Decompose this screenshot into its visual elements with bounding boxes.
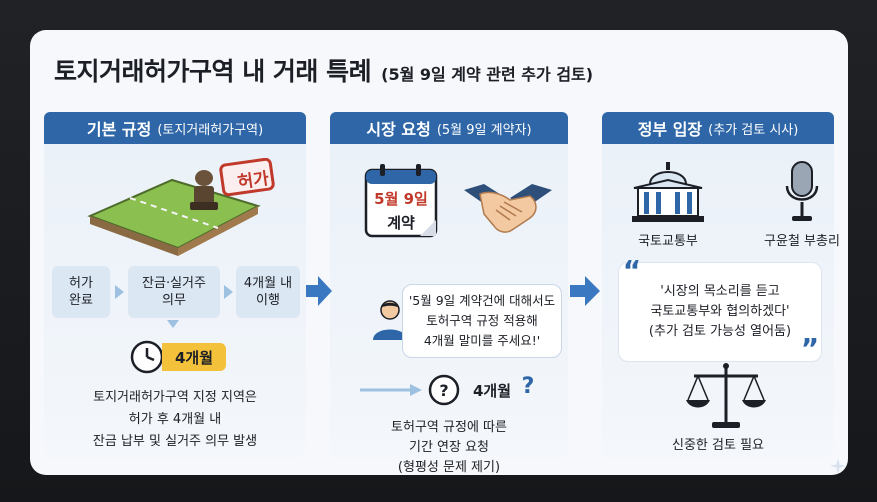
gov-bubble-line-3: (추가 검토 가능성 열어둠): [648, 324, 792, 339]
gov-bubble-line-2: 국토교통부와 협의하겠다': [650, 304, 790, 319]
column-3-heading: 정부 입장: [637, 120, 703, 139]
column-1-desc-line-2: 허가 후 4개월 내: [128, 412, 222, 427]
column-2-desc-line-2: 기간 연장 요청: [408, 440, 490, 455]
title-sub: (5월 9일 계약 관련 추가 검토): [381, 65, 594, 84]
column-3-header: 정부 입장 (추가 검토 시사): [602, 112, 834, 144]
open-quote-icon: “: [622, 254, 642, 287]
flow-arrow-2: [570, 276, 600, 306]
citizen-bubble-line-3: 4개월 말미를 주세요!': [423, 333, 541, 348]
flow-arrow-1: [306, 276, 332, 306]
government-building-icon: [632, 162, 704, 222]
microphone-icon: [785, 161, 819, 221]
close-quote-icon: ”: [800, 332, 820, 365]
step-arrow-1: [115, 285, 124, 299]
column-1-header: 기본 규정 (토지거래허가구역): [44, 112, 306, 144]
handshake-icon: [464, 184, 552, 233]
land-stamp-icon: [87, 158, 275, 256]
column-2-header: 시장 요청 (5월 9일 계약자): [330, 112, 568, 144]
minister-label: 구윤철 부총리: [764, 234, 840, 249]
column-2-desc-line-1: 토허구역 규정에 따른: [391, 420, 507, 435]
calendar-label: 계약: [387, 214, 415, 232]
calendar-date: 5월 9일: [374, 190, 428, 208]
duration-badge: [162, 343, 226, 371]
step-permit-complete: 허가 완료: [52, 266, 110, 318]
step-arrow-2: [224, 285, 233, 299]
title-main: 토지거래허가구역 내 거래 특례: [54, 57, 372, 86]
person-icon: [373, 300, 407, 340]
requested-duration-label: 4개월: [472, 382, 512, 400]
column-1-desc-line-1: 토지거래허가구역 지정 지역은: [93, 390, 257, 405]
column-1-heading-sub: (토지거래허가구역): [157, 122, 264, 138]
sparkle-icon: [830, 458, 846, 474]
column-3-heading-sub: (추가 검토 시사): [708, 122, 799, 138]
column-2-heading: 시장 요청: [366, 120, 431, 139]
government-speech-bubble: '시장의 목소리를 듣고 국토교통부와 협의하겠다' (추가 검토 가능성 열어…: [618, 262, 822, 362]
question-mark-icon: ?: [521, 374, 535, 399]
ministry-label: 국토교통부: [638, 234, 698, 249]
column-1-desc-line-3: 잔금 납부 및 실거주 의무 발생: [92, 434, 258, 449]
infographic-card: 토지거래허가구역 내 거래 특례 (5월 9일 계약 관련 추가 검토) 기본 …: [30, 30, 848, 475]
citizen-bubble-line-1: '5월 9일 계약건에 대해서도: [408, 293, 556, 308]
step-within-4-months: 4개월 내 이행: [236, 266, 300, 318]
clock-icon: [130, 340, 164, 374]
step-payment-residence: 잔금·실거주 의무: [128, 266, 220, 318]
gov-bubble-line-1: '시장의 목소리를 듣고: [660, 284, 780, 299]
calendar-icon: [364, 164, 438, 238]
column-2-desc-line-3: (형평성 문제 제기): [397, 460, 501, 475]
citizen-speech-bubble: '5월 9일 계약건에 대해서도 토허구역 규정 적용해 4개월 말미를 주세요…: [402, 284, 562, 358]
scale-icon: [686, 363, 766, 428]
column-1-heading: 기본 규정: [86, 120, 152, 139]
svg-text:?: ?: [439, 381, 448, 400]
column-2-heading-sub: (5월 9일 계약자): [436, 122, 532, 138]
page-title: 토지거래허가구역 내 거래 특례 (5월 9일 계약 관련 추가 검토): [54, 52, 593, 88]
citizen-bubble-line-2: 토허구역 규정 적용해: [426, 313, 538, 328]
column-3-desc: 신중한 검토 필요: [672, 438, 764, 453]
step-arrow-down: [167, 320, 179, 328]
duration-label: 4개월: [174, 349, 214, 367]
extension-arrow: [360, 384, 422, 396]
question-clock-icon: ?: [428, 374, 460, 406]
